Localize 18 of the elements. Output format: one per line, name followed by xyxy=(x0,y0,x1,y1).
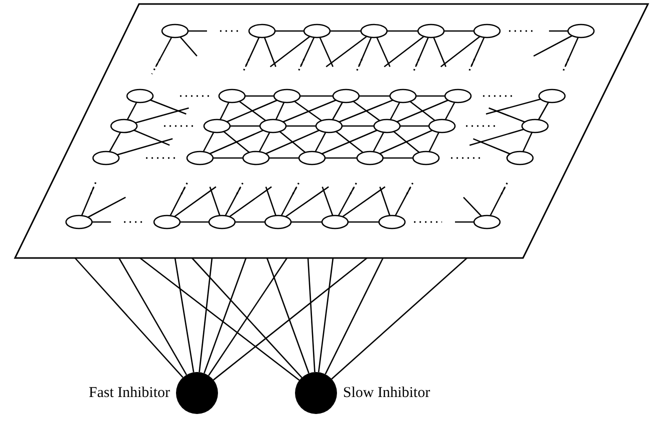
connection-line xyxy=(174,258,194,372)
connection-line xyxy=(266,258,310,374)
inhibitor-label: Fast Inhibitor xyxy=(88,384,170,402)
connection-line xyxy=(118,258,188,376)
connection-line xyxy=(213,258,368,380)
inhibitor-label: Slow Inhibitor xyxy=(343,384,430,402)
connection-line xyxy=(204,258,247,374)
connection-line xyxy=(208,258,288,376)
connection-line xyxy=(324,258,384,374)
inhibitor-node xyxy=(176,372,218,414)
connection-line xyxy=(318,258,334,372)
connection-line xyxy=(74,258,184,378)
connection-line xyxy=(198,258,213,372)
connection-line xyxy=(307,258,316,372)
connection-line xyxy=(192,258,302,378)
connection-line xyxy=(331,258,468,380)
connection-line xyxy=(140,257,300,381)
inhibitor-node xyxy=(295,372,337,414)
